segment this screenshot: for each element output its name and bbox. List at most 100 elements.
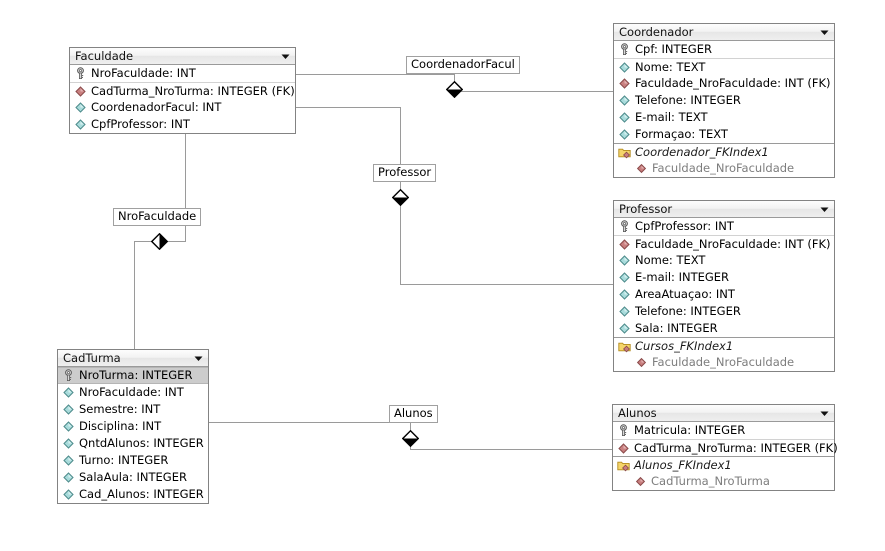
column-row[interactable]: CadTurma_NroTurma: INTEGER (FK): [70, 82, 295, 99]
column-row[interactable]: Turno: INTEGER: [58, 452, 208, 469]
column-row[interactable]: E-mail: TEXT: [614, 109, 834, 126]
red-diamond-icon: [618, 238, 631, 251]
index-column-row[interactable]: CadTurma_NroTurma: [613, 473, 834, 490]
column-label: QntdAlunos: INTEGER: [79, 436, 204, 450]
chevron-down-icon[interactable]: [281, 52, 290, 61]
index-row[interactable]: Alunos_FKIndex1: [613, 456, 834, 473]
column-label: E-mail: TEXT: [635, 110, 708, 124]
column-row[interactable]: Faculdade_NroFaculdade: INT (FK): [614, 75, 834, 92]
column-label: Disciplina: INT: [79, 419, 162, 433]
cyan-diamond-icon: [62, 386, 75, 399]
chevron-down-icon[interactable]: [820, 205, 829, 214]
column-row[interactable]: Cad_Alunos: INTEGER: [58, 486, 208, 503]
chevron-down-icon[interactable]: [820, 28, 829, 37]
column-label: Cpf: INTEGER: [635, 42, 712, 56]
column-label: NroFaculdade: INT: [91, 66, 196, 80]
column-label: AreaAtuaçao: INT: [635, 287, 735, 301]
entity-body-alunos: Matricula: INTEGER CadTurma_NroTurma: IN…: [613, 422, 838, 490]
chevron-down-icon[interactable]: [820, 409, 829, 418]
column-row[interactable]: AreaAtuaçao: INT: [614, 286, 834, 303]
entity-title-coordenador: Coordenador: [619, 24, 694, 39]
chevron-down-icon[interactable]: [194, 354, 203, 363]
entity-coordenador[interactable]: Coordenador Cpf: INTEGER Nome: TEXT: [613, 23, 835, 178]
cyan-diamond-icon: [618, 61, 631, 74]
red-diamond-icon: [618, 77, 631, 90]
entity-faculdade[interactable]: Faculdade NroFaculdade: INT CadTurma_Nro…: [69, 47, 296, 134]
column-label: Cad_Alunos: INTEGER: [79, 487, 204, 501]
relationship-diamond-alunos[interactable]: [402, 430, 419, 447]
column-row[interactable]: NroFaculdade: INT: [70, 65, 295, 82]
entity-header-alunos[interactable]: Alunos: [613, 405, 834, 422]
index-name: Alunos_FKIndex1: [634, 457, 732, 472]
index-column-row[interactable]: Faculdade_NroFaculdade: [614, 354, 834, 371]
column-label: Matricula: INTEGER: [634, 423, 746, 437]
column-row[interactable]: CadTurma_NroTurma: INTEGER (FK): [613, 439, 838, 456]
relationship-label-coordenadorfacul[interactable]: CoordenadorFacul: [406, 56, 520, 74]
column-row[interactable]: Nome: TEXT: [614, 58, 834, 75]
index-column-row[interactable]: Faculdade_NroFaculdade: [614, 160, 834, 177]
entity-header-faculdade[interactable]: Faculdade: [70, 48, 295, 65]
red-diamond-icon: [635, 356, 648, 369]
relationship-diamond-professor[interactable]: [392, 189, 409, 206]
connector-cadturma-alunos-seg1: [209, 422, 411, 423]
entity-header-cadturma[interactable]: CadTurma: [58, 350, 208, 367]
cyan-diamond-icon: [74, 101, 87, 114]
entity-professor[interactable]: Professor CpfProfessor: INT Faculdade_Nr…: [613, 200, 835, 372]
column-row[interactable]: Telefone: INTEGER: [614, 303, 834, 320]
column-label: Sala: INTEGER: [635, 321, 718, 335]
column-row[interactable]: Disciplina: INT: [58, 418, 208, 435]
connector-faculdade-coordenador-seg1: [296, 74, 454, 75]
cyan-diamond-icon: [62, 420, 75, 433]
connector-faculdade-cadturma-seg1: [185, 134, 186, 242]
key-icon: [62, 369, 75, 382]
index-folder-icon: [617, 459, 630, 472]
index-row[interactable]: Coordenador_FKIndex1: [614, 143, 834, 160]
column-row[interactable]: SalaAula: INTEGER: [58, 469, 208, 486]
cyan-diamond-icon: [618, 288, 631, 301]
column-row[interactable]: NroFaculdade: INT: [58, 384, 208, 401]
relationship-diamond-nrofaculdade[interactable]: [151, 233, 168, 250]
column-row[interactable]: CpfProfessor: INT: [70, 116, 295, 133]
column-row[interactable]: Cpf: INTEGER: [614, 41, 834, 58]
entity-body-cadturma: NroTurma: INTEGER NroFaculdade: INT Seme…: [58, 367, 208, 503]
entity-header-coordenador[interactable]: Coordenador: [614, 24, 834, 41]
column-label: CadTurma_NroTurma: INTEGER (FK): [91, 83, 295, 98]
column-row[interactable]: Faculdade_NroFaculdade: INT (FK): [614, 235, 834, 252]
column-row[interactable]: E-mail: INTEGER: [614, 269, 834, 286]
entity-header-professor[interactable]: Professor: [614, 201, 834, 218]
column-row[interactable]: Semestre: INT: [58, 401, 208, 418]
index-row[interactable]: Cursos_FKIndex1: [614, 337, 834, 354]
column-row[interactable]: NroTurma: INTEGER: [58, 367, 208, 384]
cyan-diamond-icon: [618, 305, 631, 318]
column-label: Semestre: INT: [79, 402, 161, 416]
entity-body-faculdade: NroFaculdade: INT CadTurma_NroTurma: INT…: [70, 65, 295, 133]
column-row[interactable]: Nome: TEXT: [614, 252, 834, 269]
column-row[interactable]: Matricula: INTEGER: [613, 422, 834, 439]
index-column-label: Faculdade_NroFaculdade: [652, 355, 795, 369]
relationship-label-nrofaculdade[interactable]: NroFaculdade: [113, 208, 202, 226]
column-row[interactable]: CoordenadorFacul: INT: [70, 99, 295, 116]
relationship-diamond-coordenadorfacul[interactable]: [446, 81, 463, 98]
cyan-diamond-icon: [618, 322, 631, 335]
relationship-label-alunos[interactable]: Alunos: [389, 405, 438, 423]
column-row[interactable]: CpfProfessor: INT: [614, 218, 834, 235]
column-row[interactable]: Sala: INTEGER: [614, 320, 834, 337]
entity-alunos[interactable]: Alunos Matricula: INTEGER CadTurma_NroTu…: [612, 404, 838, 491]
entity-cadturma[interactable]: CadTurma NroTurma: INTEGER NroFaculdade:…: [57, 349, 209, 504]
column-label: Nome: TEXT: [635, 59, 706, 74]
cyan-diamond-icon: [74, 118, 87, 131]
column-label: Telefone: INTEGER: [635, 304, 741, 318]
cyan-diamond-icon: [618, 254, 631, 267]
cyan-diamond-icon: [62, 471, 75, 484]
entity-title-cadturma: CadTurma: [63, 350, 121, 365]
index-folder-icon: [618, 146, 631, 159]
column-row[interactable]: QntdAlunos: INTEGER: [58, 435, 208, 452]
column-row[interactable]: Formaçao: TEXT: [614, 126, 834, 143]
column-row[interactable]: Telefone: INTEGER: [614, 92, 834, 109]
relationship-label-professor[interactable]: Professor: [373, 164, 437, 182]
connector-faculdade-cadturma-seg3: [134, 241, 135, 351]
cyan-diamond-icon: [62, 488, 75, 501]
cyan-diamond-icon: [618, 94, 631, 107]
column-label: Faculdade_NroFaculdade: INT (FK): [635, 236, 831, 251]
